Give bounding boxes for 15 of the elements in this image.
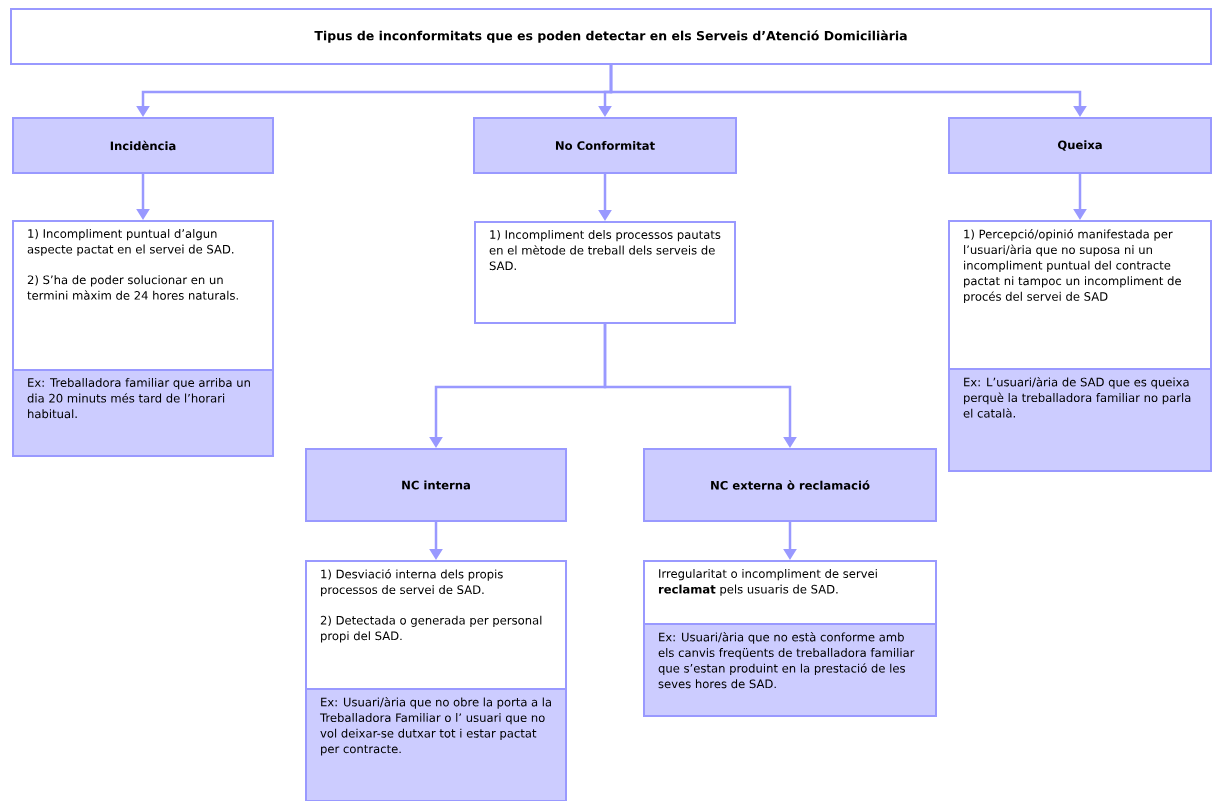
description-box: 1) Incompliment puntual d’algun aspecte pactat en el servei de SAD. 2) S’ha de poder solucionar en un termini màxim de 24 hores naturals. bbox=[12, 220, 274, 371]
description-box: 1) Incompliment dels processos pautats en el mètode de treball dels serveis de SAD. bbox=[474, 221, 736, 324]
category-box: NC externa ò reclamació bbox=[643, 448, 937, 522]
category-box: No Conformitat bbox=[473, 117, 737, 174]
description-box: Irregularitat o incompliment de servei reclamat pels usuaris de SAD. bbox=[643, 560, 937, 625]
example-box: Ex: Treballadora familiar que arriba un dia 20 minuts més tard de l’horari habitual. bbox=[12, 369, 274, 457]
title-box: Tipus de inconformitats que es poden detectar en els Serveis d’Atenció Domiciliària bbox=[10, 8, 1212, 65]
description-box: 1) Percepció/opinió manifestada per l’usuari/ària que no suposa ni un incompliment puntual del contracte pactat ni tampoc un incompliment de procés del servei de SAD bbox=[948, 220, 1212, 370]
example-box: Ex: Usuari/ària que no obre la porta a la Treballadora Familiar o l’ usuari que no vol deixar-se dutxar tot i estar pactat per contracte. bbox=[305, 688, 567, 801]
example-box: Ex: L’usuari/ària de SAD que es queixa perquè la treballadora familiar no parla el català. bbox=[948, 368, 1212, 472]
category-box: NC interna bbox=[305, 448, 567, 522]
description-box: 1) Desviació interna dels propis processos de servei de SAD. 2) Detectada o generada per personal propi del SAD. bbox=[305, 560, 567, 690]
example-box: Ex: Usuari/ària que no està conforme amb els canvis freqüents de treballadora familiar que s’estan produint en la prestació de les seves hores de SAD. bbox=[643, 623, 937, 717]
category-box: Incidència bbox=[12, 117, 274, 174]
category-box: Queixa bbox=[948, 117, 1212, 174]
